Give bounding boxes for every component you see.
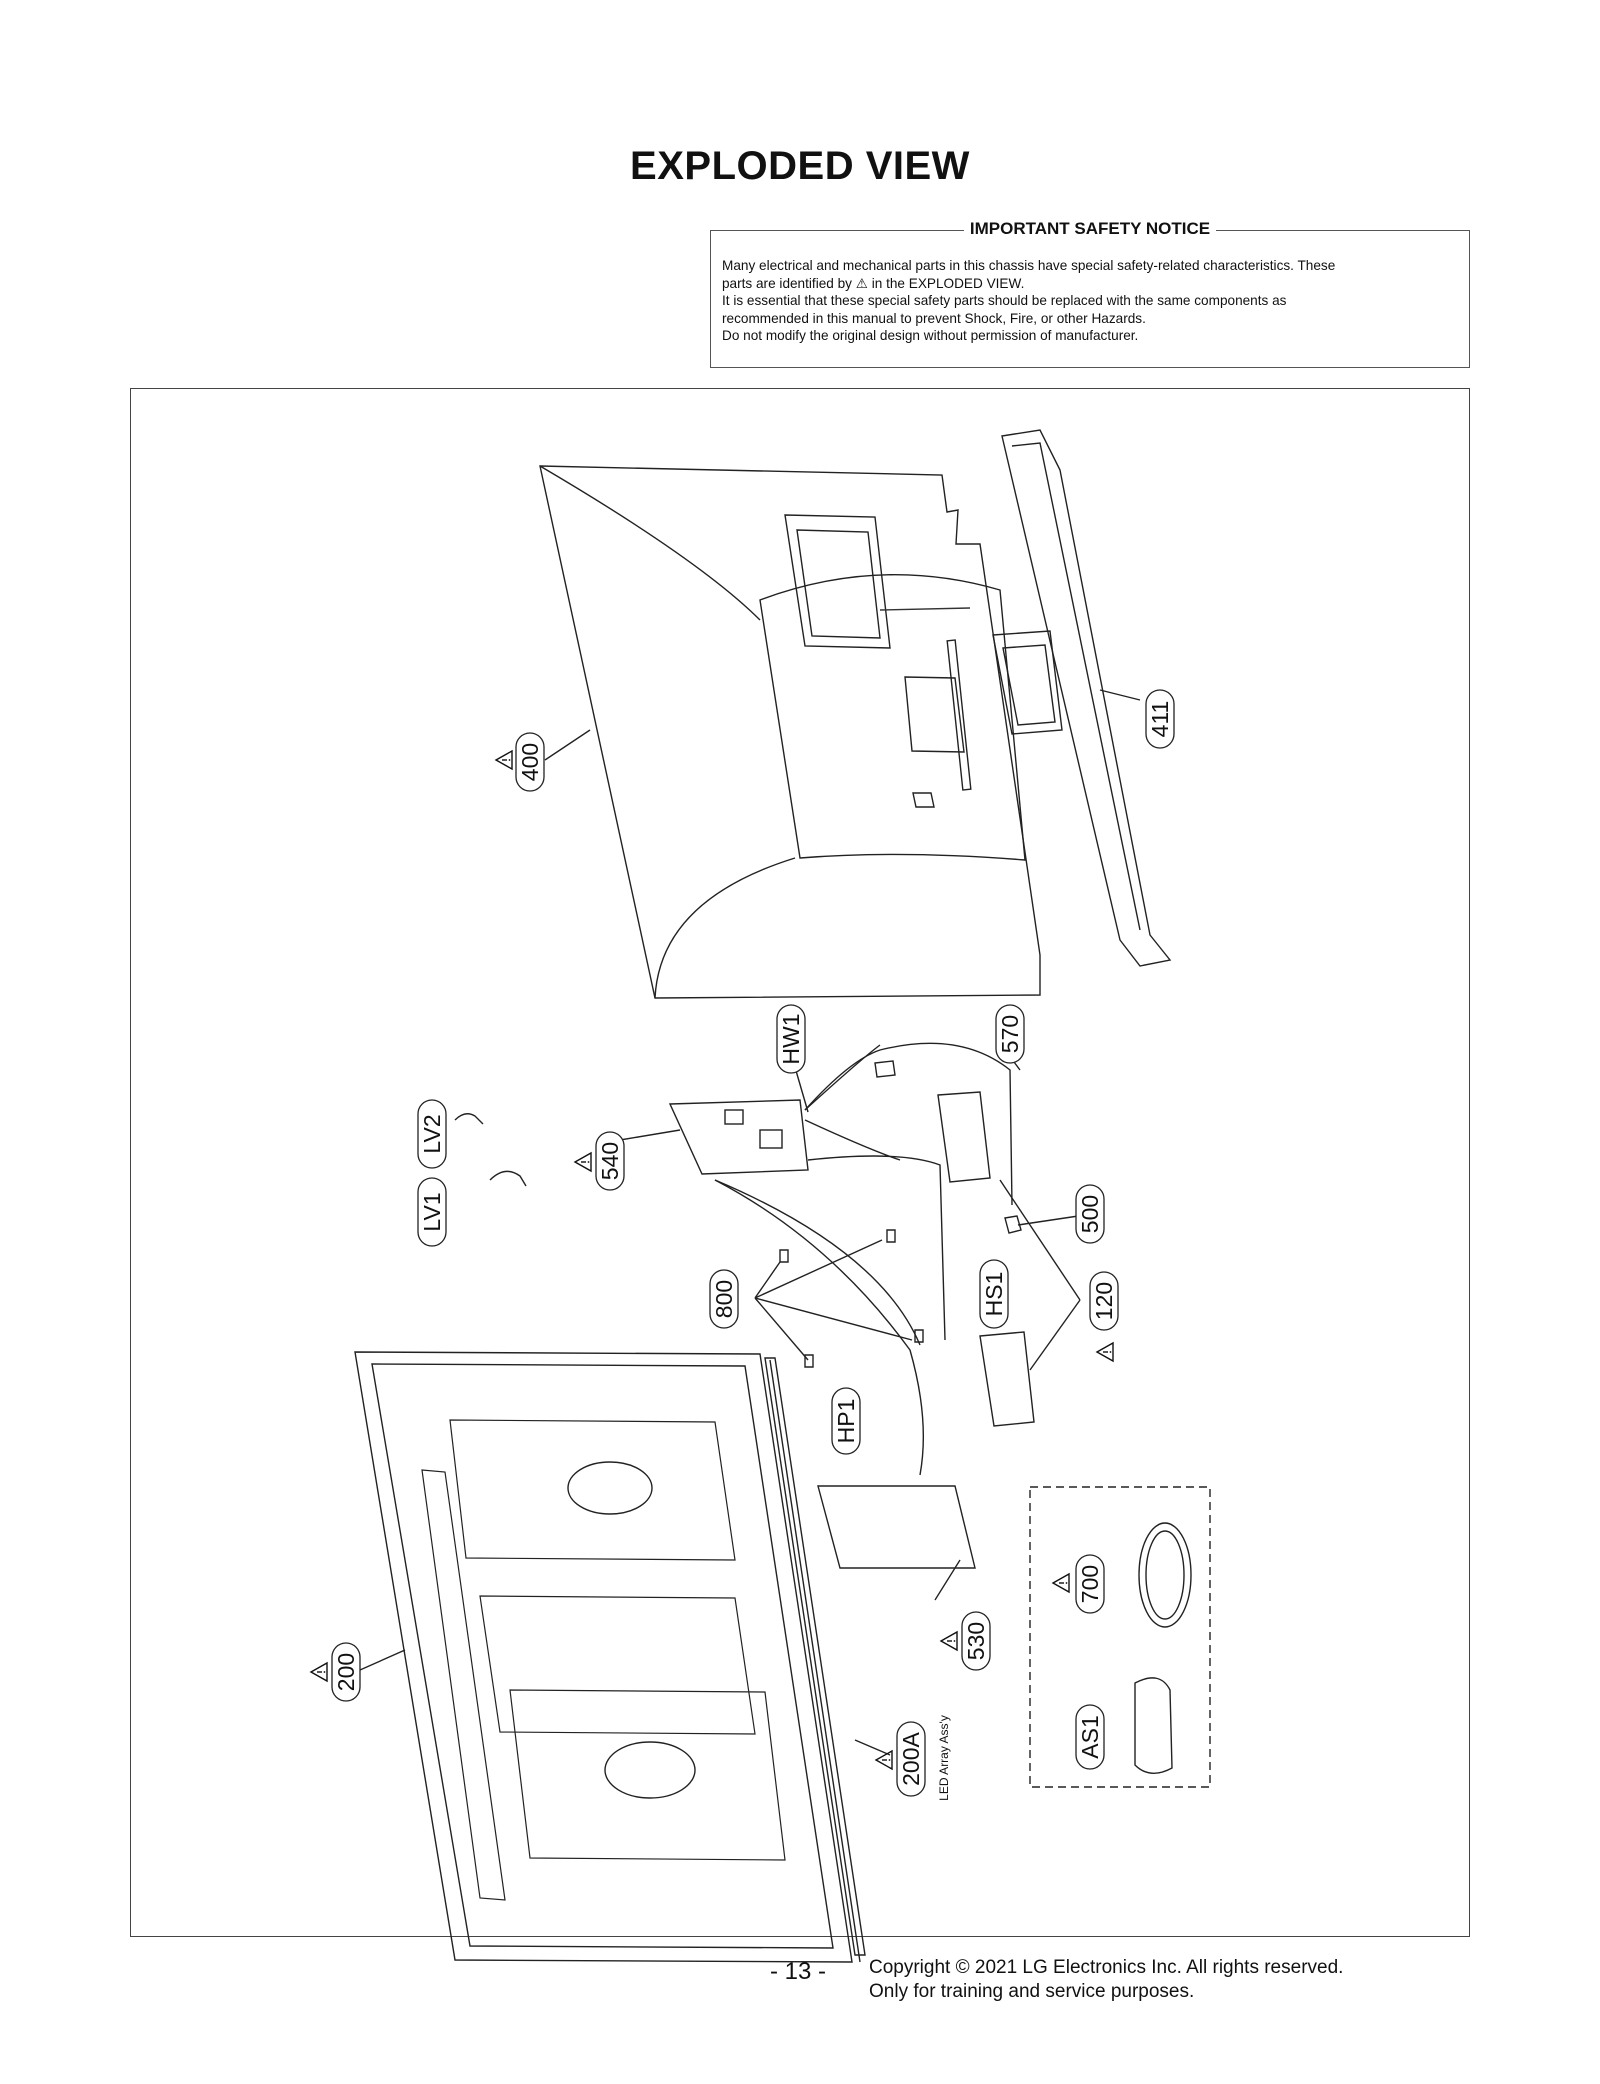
svg-text:AS1: AS1 <box>1077 1715 1103 1758</box>
label-hs1: HS1 <box>979 1259 1009 1329</box>
power-bracket-part <box>937 1091 1035 1427</box>
notice-line: in the EXPLODED VIEW. <box>871 275 1025 291</box>
side-trim-part <box>992 429 1172 967</box>
copyright-block: Copyright © 2021 LG Electronics Inc. All… <box>869 1956 1343 2004</box>
svg-text:LV1: LV1 <box>419 1192 445 1231</box>
led-array-part <box>764 1357 866 1956</box>
svg-text:700: 700 <box>1077 1565 1103 1603</box>
label-530: 530 <box>961 1611 991 1671</box>
bracket-570-part <box>874 1060 896 1078</box>
notice-line: recommended in this manual to prevent Sh… <box>722 310 1146 326</box>
copyright-note: Only for training and service purposes. <box>869 1981 1195 2002</box>
svg-text:HP1: HP1 <box>833 1399 859 1444</box>
label-411: 411 <box>1145 689 1175 749</box>
label-lv1: LV1 <box>417 1177 447 1247</box>
label-570: 570 <box>995 1004 1025 1064</box>
warning-triangle-icon <box>310 1662 328 1682</box>
warning-triangle-icon <box>1096 1342 1114 1362</box>
svg-text:400: 400 <box>517 743 543 781</box>
main-board-part <box>668 1099 809 1175</box>
accessory-box <box>1029 1486 1211 1788</box>
svg-text:HS1: HS1 <box>981 1272 1007 1317</box>
screw-set-part <box>779 1229 924 1368</box>
bracket-500-part <box>1004 1215 1022 1234</box>
svg-text:570: 570 <box>997 1015 1023 1053</box>
svg-text:540: 540 <box>597 1142 623 1180</box>
warning-triangle-icon <box>875 1750 893 1770</box>
svg-text:LV2: LV2 <box>419 1114 445 1153</box>
svg-text:200: 200 <box>333 1653 359 1691</box>
back-cover-part <box>539 465 1041 999</box>
warning-triangle-icon: ⚠ <box>855 275 868 291</box>
svg-text:500: 500 <box>1077 1195 1103 1233</box>
label-as1: AS1 <box>1075 1704 1105 1770</box>
label-400: 400 <box>515 732 545 792</box>
warning-triangle-icon <box>940 1631 958 1651</box>
warning-triangle-icon <box>1052 1573 1070 1593</box>
label-540: 540 <box>595 1131 625 1191</box>
notice-line: Do not modify the original design withou… <box>722 328 1139 343</box>
safety-notice-box: IMPORTANT SAFETY NOTICE Many electrical … <box>710 219 1470 368</box>
board-530-part <box>817 1485 976 1569</box>
label-hw1: HW1 <box>776 1004 806 1074</box>
led-array-label: LED Array Ass'y <box>937 1715 951 1801</box>
svg-text:411: 411 <box>1147 701 1173 738</box>
safety-notice-heading: IMPORTANT SAFETY NOTICE <box>963 219 1217 238</box>
label-hp1: HP1 <box>831 1387 861 1455</box>
copyright-text: Copyright © 2021 LG Electronics Inc. All… <box>869 1957 1344 1978</box>
cable-lv2-part <box>454 1113 484 1125</box>
page-title: EXPLODED VIEW <box>630 144 970 188</box>
svg-text:120: 120 <box>1091 1282 1117 1320</box>
notice-line: parts are identified by <box>722 275 852 291</box>
safety-notice-body: Many electrical and mechanical parts in … <box>722 257 1457 345</box>
page-number: - 13 - <box>770 1958 827 1985</box>
svg-text:800: 800 <box>711 1280 737 1318</box>
label-lv2: LV2 <box>417 1099 447 1169</box>
cable-lv1-part <box>489 1170 527 1187</box>
cover-as1-part <box>1134 1677 1173 1774</box>
label-500: 500 <box>1075 1184 1105 1244</box>
diagram-frame <box>130 388 1470 1937</box>
label-200a: 200A <box>896 1721 926 1797</box>
svg-text:200A: 200A <box>898 1731 924 1785</box>
warning-triangle-icon <box>574 1152 592 1172</box>
notice-line: Many electrical and mechanical parts in … <box>722 258 1336 273</box>
svg-text:HW1: HW1 <box>778 1013 804 1064</box>
stand-700-part <box>1138 1522 1192 1628</box>
notice-line: It is essential that these special safet… <box>722 293 1287 308</box>
svg-text:530: 530 <box>963 1622 989 1660</box>
warning-triangle-icon <box>495 750 513 770</box>
label-200: 200 <box>331 1642 361 1702</box>
label-120: 120 <box>1089 1271 1119 1331</box>
label-700: 700 <box>1075 1554 1105 1614</box>
module-frame-part <box>354 1351 861 1963</box>
label-800: 800 <box>709 1269 739 1329</box>
